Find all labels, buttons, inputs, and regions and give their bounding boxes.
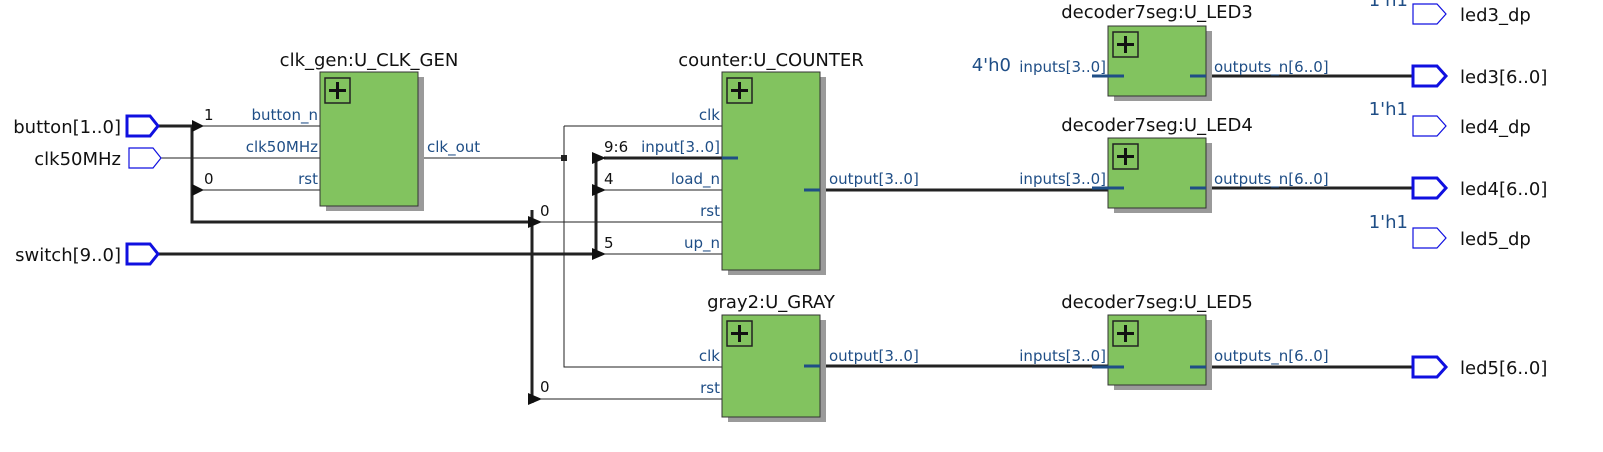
pin-load-n: load_n: [671, 170, 720, 189]
block-title: decoder7seg:U_LED5: [1061, 292, 1253, 313]
constant-led5-dp: 1'h1: [1369, 212, 1408, 233]
block-counter[interactable]: counter:U_COUNTER clk input[3..0] load_n…: [641, 50, 919, 275]
output-port-led3-label: led3[6..0]: [1460, 67, 1547, 88]
input-port-clk50mhz-label: clk50MHz: [34, 149, 121, 170]
plus-box-icon[interactable]: [726, 320, 753, 347]
ripper-arrow: [528, 393, 542, 405]
pin-inputs: inputs[3..0]: [1019, 347, 1106, 365]
pin-clk: clk: [699, 347, 720, 365]
plus-box-icon[interactable]: [1112, 143, 1139, 170]
block-led5[interactable]: decoder7seg:U_LED5 inputs[3..0] outputs_…: [1019, 292, 1329, 390]
ripper-arrow: [592, 184, 606, 196]
input-port-button-label: button[1..0]: [13, 117, 121, 138]
input-port-switch-label: switch[9..0]: [15, 245, 121, 266]
pin-inputs: inputs[3..0]: [1019, 170, 1106, 188]
constant-led4-dp: 1'h1: [1369, 99, 1408, 120]
pin-rst: rst: [700, 202, 720, 220]
plus-box-icon[interactable]: [1112, 31, 1139, 58]
ripper-arrow: [192, 120, 204, 132]
block-title: clk_gen:U_CLK_GEN: [280, 50, 459, 71]
ripper-arrow: [192, 184, 204, 196]
output-port-led5-label: led5[6..0]: [1460, 358, 1547, 379]
junction-dot: [561, 155, 567, 161]
output-port-led5[interactable]: led5[6..0]: [1411, 355, 1547, 379]
output-port-led3-dp-label: led3_dp: [1460, 5, 1531, 26]
constant-led3-dp: 1'h1: [1369, 0, 1408, 11]
wire-clk-trunk[interactable]: [563, 126, 738, 368]
input-port-clk50mhz[interactable]: clk50MHz: [34, 147, 162, 170]
bit-label-input: 9:6: [604, 138, 628, 156]
bit-label-button-n: 1: [204, 106, 214, 124]
constant-led3-input: 4'h0: [972, 55, 1011, 76]
bit-label-load-n: 4: [604, 170, 614, 188]
block-led4[interactable]: decoder7seg:U_LED4 inputs[3..0] outputs_…: [1019, 115, 1329, 213]
pin-outputs-n: outputs_n[6..0]: [1214, 58, 1329, 77]
pin-inputs: inputs[3..0]: [1019, 58, 1106, 76]
pin-output: output[3..0]: [829, 170, 919, 188]
input-port-switch[interactable]: switch[9..0]: [15, 242, 160, 266]
bit-label-up-n: 5: [604, 234, 614, 252]
output-port-led4[interactable]: led4[6..0]: [1411, 176, 1547, 200]
bit-label-gray-rst: 0: [540, 378, 550, 396]
output-port-led4-dp-label: led4_dp: [1460, 117, 1531, 138]
block-title: decoder7seg:U_LED3: [1061, 2, 1253, 23]
block-title: decoder7seg:U_LED4: [1061, 115, 1253, 136]
output-port-led3[interactable]: led3[6..0]: [1411, 64, 1547, 88]
pin-clk: clk: [699, 106, 720, 124]
block-led3[interactable]: decoder7seg:U_LED3 inputs[3..0] outputs_…: [1019, 2, 1329, 101]
block-title: gray2:U_GRAY: [707, 292, 836, 313]
output-port-led5-dp[interactable]: led5_dp: [1412, 227, 1531, 250]
pin-input: input[3..0]: [641, 138, 720, 156]
pin-outputs-n: outputs_n[6..0]: [1214, 170, 1329, 189]
block-clk-gen[interactable]: clk_gen:U_CLK_GEN button_n clk50MHz rst …: [246, 50, 481, 211]
pin-rst: rst: [700, 379, 720, 397]
pin-up-n: up_n: [684, 234, 720, 253]
ripper-arrow: [528, 216, 542, 228]
bit-label-clkgen-rst: 0: [204, 170, 214, 188]
plus-box-icon[interactable]: [1112, 320, 1139, 347]
plus-box-icon[interactable]: [726, 77, 753, 104]
block-gray[interactable]: gray2:U_GRAY clk rst output[3..0]: [699, 292, 919, 422]
input-port-button[interactable]: button[1..0]: [13, 114, 160, 138]
pin-outputs-n: outputs_n[6..0]: [1214, 347, 1329, 366]
pin-button-n: button_n: [252, 106, 318, 125]
pin-clk-out: clk_out: [427, 138, 480, 157]
pin-clk50mhz: clk50MHz: [246, 138, 318, 156]
output-port-led4-label: led4[6..0]: [1460, 179, 1547, 200]
output-port-led3-dp[interactable]: led3_dp: [1412, 3, 1531, 26]
bit-label-counter-rst: 0: [540, 202, 550, 220]
pin-output: output[3..0]: [829, 347, 919, 365]
plus-box-icon[interactable]: [324, 77, 351, 104]
output-port-led4-dp[interactable]: led4_dp: [1412, 115, 1531, 138]
block-title: counter:U_COUNTER: [678, 50, 863, 71]
ripper-arrow: [592, 152, 606, 164]
output-port-led5-dp-label: led5_dp: [1460, 229, 1531, 250]
pin-rst: rst: [298, 170, 318, 188]
wires: [155, 74, 1412, 405]
ripper-arrow: [592, 248, 606, 260]
